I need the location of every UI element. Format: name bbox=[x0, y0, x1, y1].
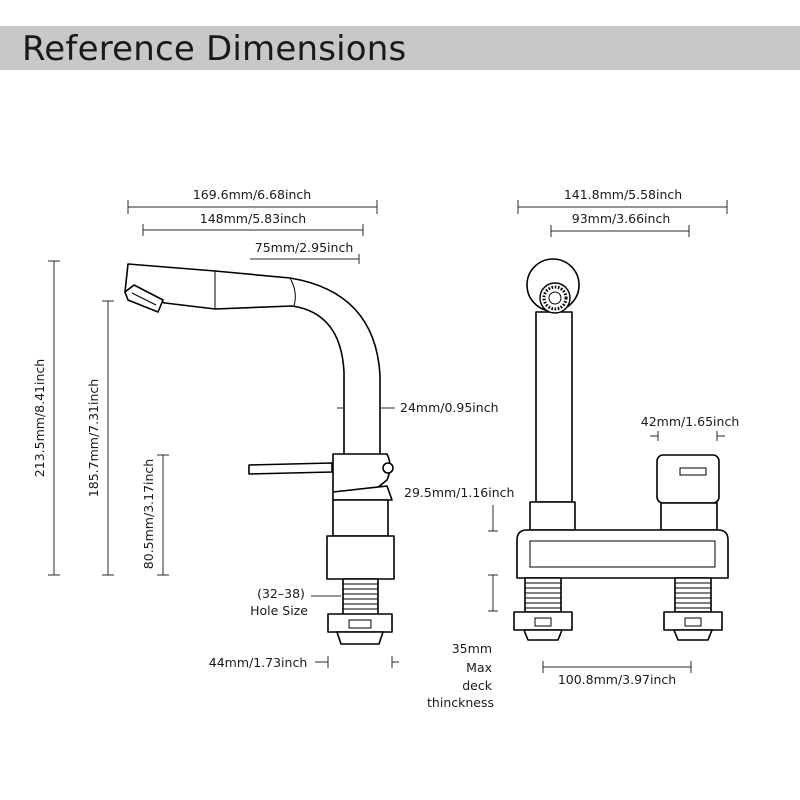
deck-thickness-line-3: deck bbox=[462, 678, 492, 693]
front-view-dimension-lines bbox=[488, 200, 728, 673]
front-handle-stem bbox=[660, 502, 718, 531]
side-view-dimension-lines bbox=[48, 200, 399, 668]
front-overall-width-label: 141.8mm/5.58inch bbox=[564, 187, 682, 202]
side-outlet-height-label: 185.7mm/7.31inch bbox=[86, 379, 101, 497]
page-title: Reference Dimensions bbox=[22, 29, 407, 69]
side-spout-reach-label: 148mm/5.83inch bbox=[200, 211, 306, 226]
front-aerator bbox=[539, 282, 571, 314]
side-nut-slot bbox=[348, 619, 372, 629]
side-body-height-label: 80.5mm/3.17inch bbox=[141, 459, 156, 569]
front-deck-inner bbox=[529, 540, 716, 568]
side-view-faucet bbox=[124, 263, 395, 645]
deck-thickness-line-1: 35mm bbox=[452, 641, 492, 656]
side-nut-bottom bbox=[336, 631, 384, 645]
front-right-nut-bottom bbox=[673, 629, 713, 641]
deck-thickness-line-2: Max bbox=[466, 660, 492, 675]
front-handle bbox=[656, 454, 720, 504]
side-shank-diameter-label: 44mm/1.73inch bbox=[209, 655, 308, 670]
hole-size-range-label: (32–38) bbox=[257, 586, 305, 601]
front-right-nut-slot bbox=[684, 617, 702, 627]
deck-thickness-line-4: thinckness bbox=[427, 695, 494, 710]
front-handle-indicator bbox=[679, 467, 707, 476]
side-overall-width-label: 169.6mm/6.68inch bbox=[193, 187, 311, 202]
side-knob bbox=[382, 462, 394, 474]
front-left-nut-bottom bbox=[523, 629, 563, 641]
side-handle-lever bbox=[248, 462, 333, 475]
front-view-faucet bbox=[513, 258, 729, 641]
side-threaded-shank bbox=[342, 578, 379, 616]
front-handle-height-label: 29.5mm/1.16inch bbox=[404, 485, 514, 500]
front-left-nut bbox=[513, 611, 573, 631]
front-spout-stem bbox=[529, 501, 576, 531]
side-total-height-label: 213.5mm/8.41inch bbox=[32, 359, 47, 477]
front-head-width-label: 93mm/3.66inch bbox=[572, 211, 671, 226]
header-band bbox=[0, 26, 800, 70]
hole-size-label: Hole Size bbox=[250, 603, 308, 618]
side-aerator-line bbox=[131, 292, 157, 306]
side-nut bbox=[327, 613, 393, 633]
side-spout-offset-label: 75mm/2.95inch bbox=[255, 240, 354, 255]
side-lower-body bbox=[332, 499, 389, 537]
front-deck-plate bbox=[516, 529, 729, 579]
side-base bbox=[326, 535, 395, 580]
side-spout bbox=[124, 263, 381, 463]
front-handle-width-label: 42mm/1.65inch bbox=[641, 414, 740, 429]
front-center-spacing-label: 100.8mm/3.97inch bbox=[558, 672, 676, 687]
front-left-shank bbox=[524, 577, 562, 613]
side-spout-seam bbox=[289, 277, 296, 307]
side-collar bbox=[332, 485, 393, 501]
front-left-nut-slot bbox=[534, 617, 552, 627]
front-right-shank bbox=[674, 577, 712, 613]
side-neck-diameter-label: 24mm/0.95inch bbox=[400, 400, 499, 415]
front-spout-pipe bbox=[535, 311, 573, 503]
front-right-nut bbox=[663, 611, 723, 631]
